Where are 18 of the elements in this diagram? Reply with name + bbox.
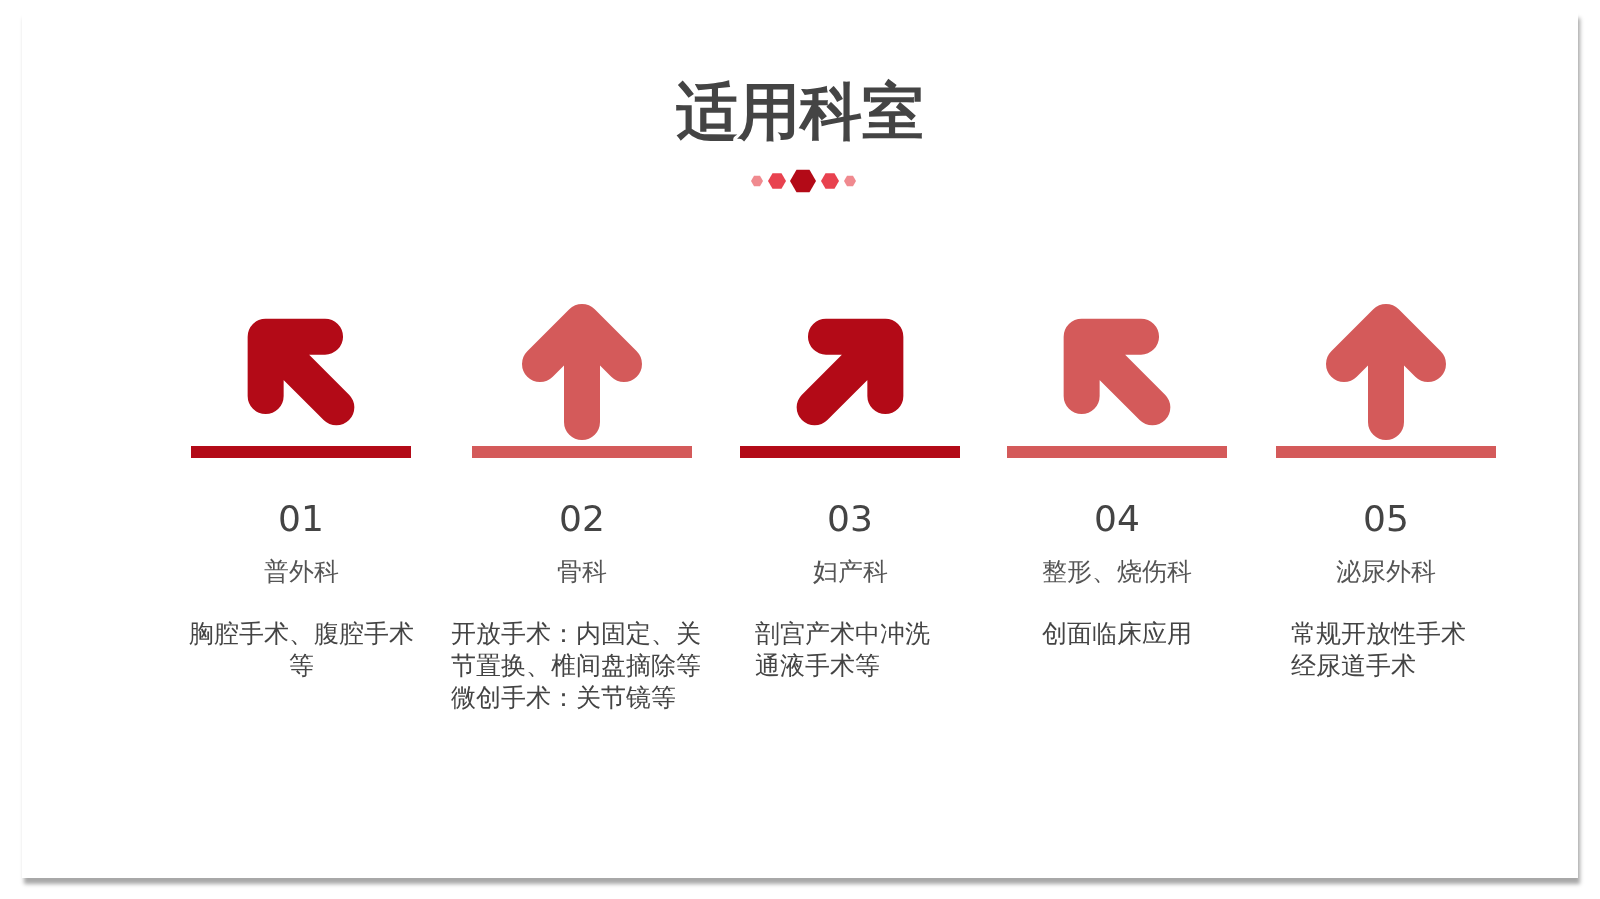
department-name: 普外科 [262, 556, 340, 588]
description-text: 常规开放性手术 [1291, 618, 1467, 650]
department-name: 骨科 [556, 556, 608, 588]
description-text: 创面临床应用 [1041, 618, 1193, 650]
description-text: 胸腔手术、腹腔手术等 [187, 618, 415, 682]
title: 适用科室 [675, 74, 925, 150]
department-name: 妇产科 [811, 556, 889, 588]
step-number: 02 [558, 498, 606, 539]
description-text: 经尿道手术 [1291, 650, 1417, 682]
description-text: 微创手术：关节镜等 [451, 682, 677, 714]
step-number: 03 [826, 498, 874, 539]
step-number: 04 [1093, 498, 1141, 539]
description-text: 开放手术：内固定、关节置换、椎间盘摘除等 [451, 618, 702, 682]
step-number: 05 [1362, 498, 1410, 539]
step-number: 01 [277, 498, 325, 539]
description-text: 剖宫产术中冲洗通液手术等 [755, 618, 931, 682]
department-name: 整形、烧伤科 [1041, 556, 1193, 588]
department-name: 泌尿外科 [1335, 556, 1437, 588]
